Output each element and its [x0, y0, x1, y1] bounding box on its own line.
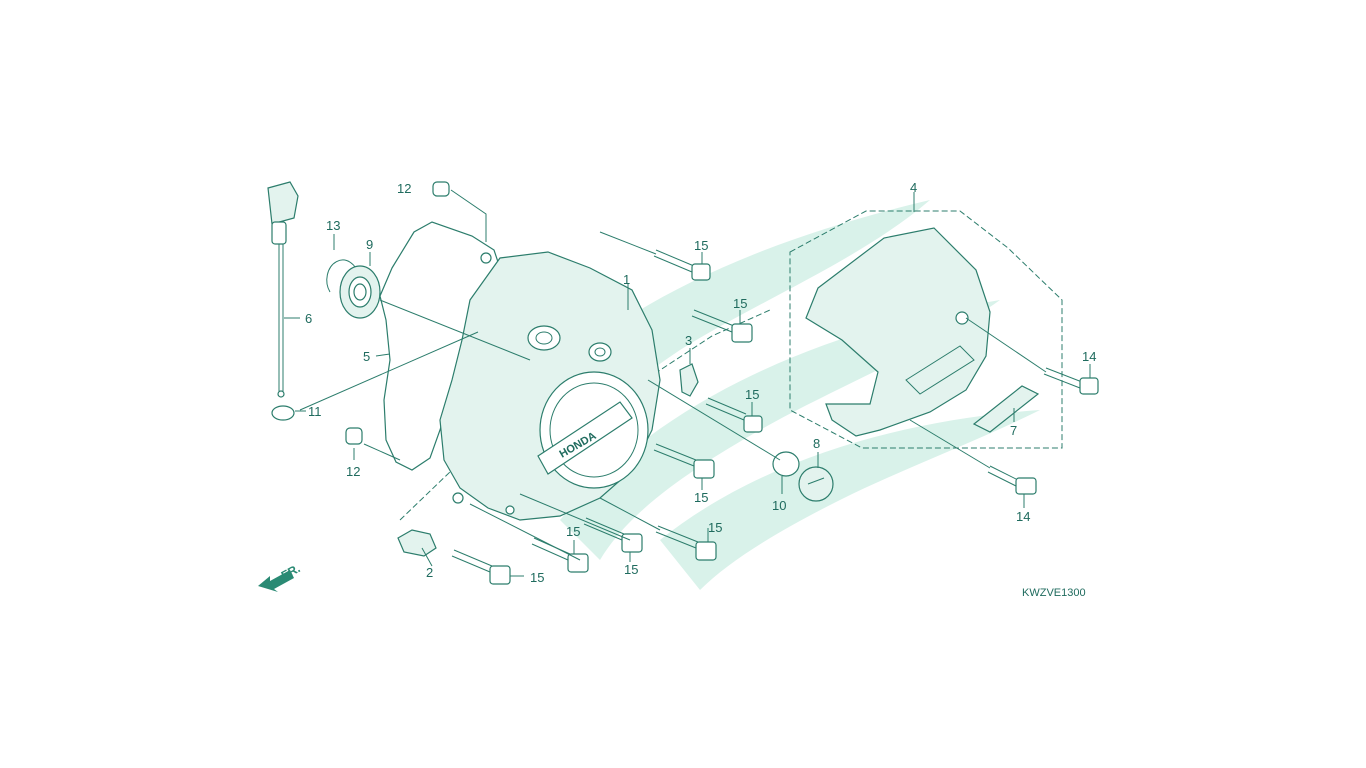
bolt-15-a — [653, 249, 711, 281]
callout-14-top: 14 — [1082, 349, 1096, 364]
front-direction-arrow-icon — [258, 570, 294, 592]
diagram-code: KWZVE1300 — [1022, 587, 1086, 599]
bearing — [339, 252, 381, 319]
bolt-14-lower — [987, 465, 1037, 508]
bolt-15-e — [655, 525, 717, 561]
callout-12-top: 12 — [397, 181, 411, 196]
callout-15-c: 15 — [745, 387, 759, 402]
callout-7: 7 — [1010, 423, 1017, 438]
bolt-14-upper — [1043, 364, 1099, 395]
callout-15-f: 15 — [624, 562, 638, 577]
crankcase-side-cover — [805, 192, 991, 437]
bolt-15-h — [451, 549, 524, 585]
clamp-2 — [397, 529, 437, 567]
callout-15-d: 15 — [694, 490, 708, 505]
callout-15-a: 15 — [694, 238, 708, 253]
callout-8: 8 — [813, 436, 820, 451]
bolt-15-c — [705, 397, 763, 433]
bolt-15-f — [583, 517, 643, 562]
right-crankcase-cover: HONDA — [439, 251, 661, 521]
callout-10: 10 — [772, 498, 786, 513]
callout-6: 6 — [305, 311, 312, 326]
bolt-15-d — [653, 443, 715, 490]
callout-13: 13 — [326, 218, 340, 233]
callout-14-bottom: 14 — [1016, 509, 1030, 524]
bracket-3 — [679, 348, 699, 397]
callout-15-e: 15 — [708, 520, 722, 535]
callout-11: 11 — [308, 404, 322, 419]
callout-2: 2 — [426, 565, 433, 580]
callout-15-b: 15 — [733, 296, 747, 311]
o-ring-11 — [271, 405, 295, 421]
bolt-15-g — [531, 537, 589, 573]
callout-3: 3 — [685, 333, 692, 348]
callout-12-bottom: 12 — [346, 464, 360, 479]
oil-dipstick — [267, 181, 299, 398]
dowel-pin-bottom — [345, 427, 401, 461]
bolt-15-b — [691, 309, 753, 343]
callout-1: 1 — [623, 272, 630, 287]
callout-9: 9 — [366, 237, 373, 252]
callout-4: 4 — [910, 180, 917, 195]
callout-5: 5 — [363, 349, 370, 364]
timing-hole-cap — [798, 452, 834, 502]
o-ring-10 — [772, 451, 800, 477]
callout-15-g: 15 — [566, 524, 580, 539]
callout-15-h: 15 — [530, 570, 544, 585]
dowel-pin-top — [432, 181, 487, 242]
emblem-plate — [972, 385, 1040, 433]
assembly-box-4 — [789, 210, 1063, 449]
